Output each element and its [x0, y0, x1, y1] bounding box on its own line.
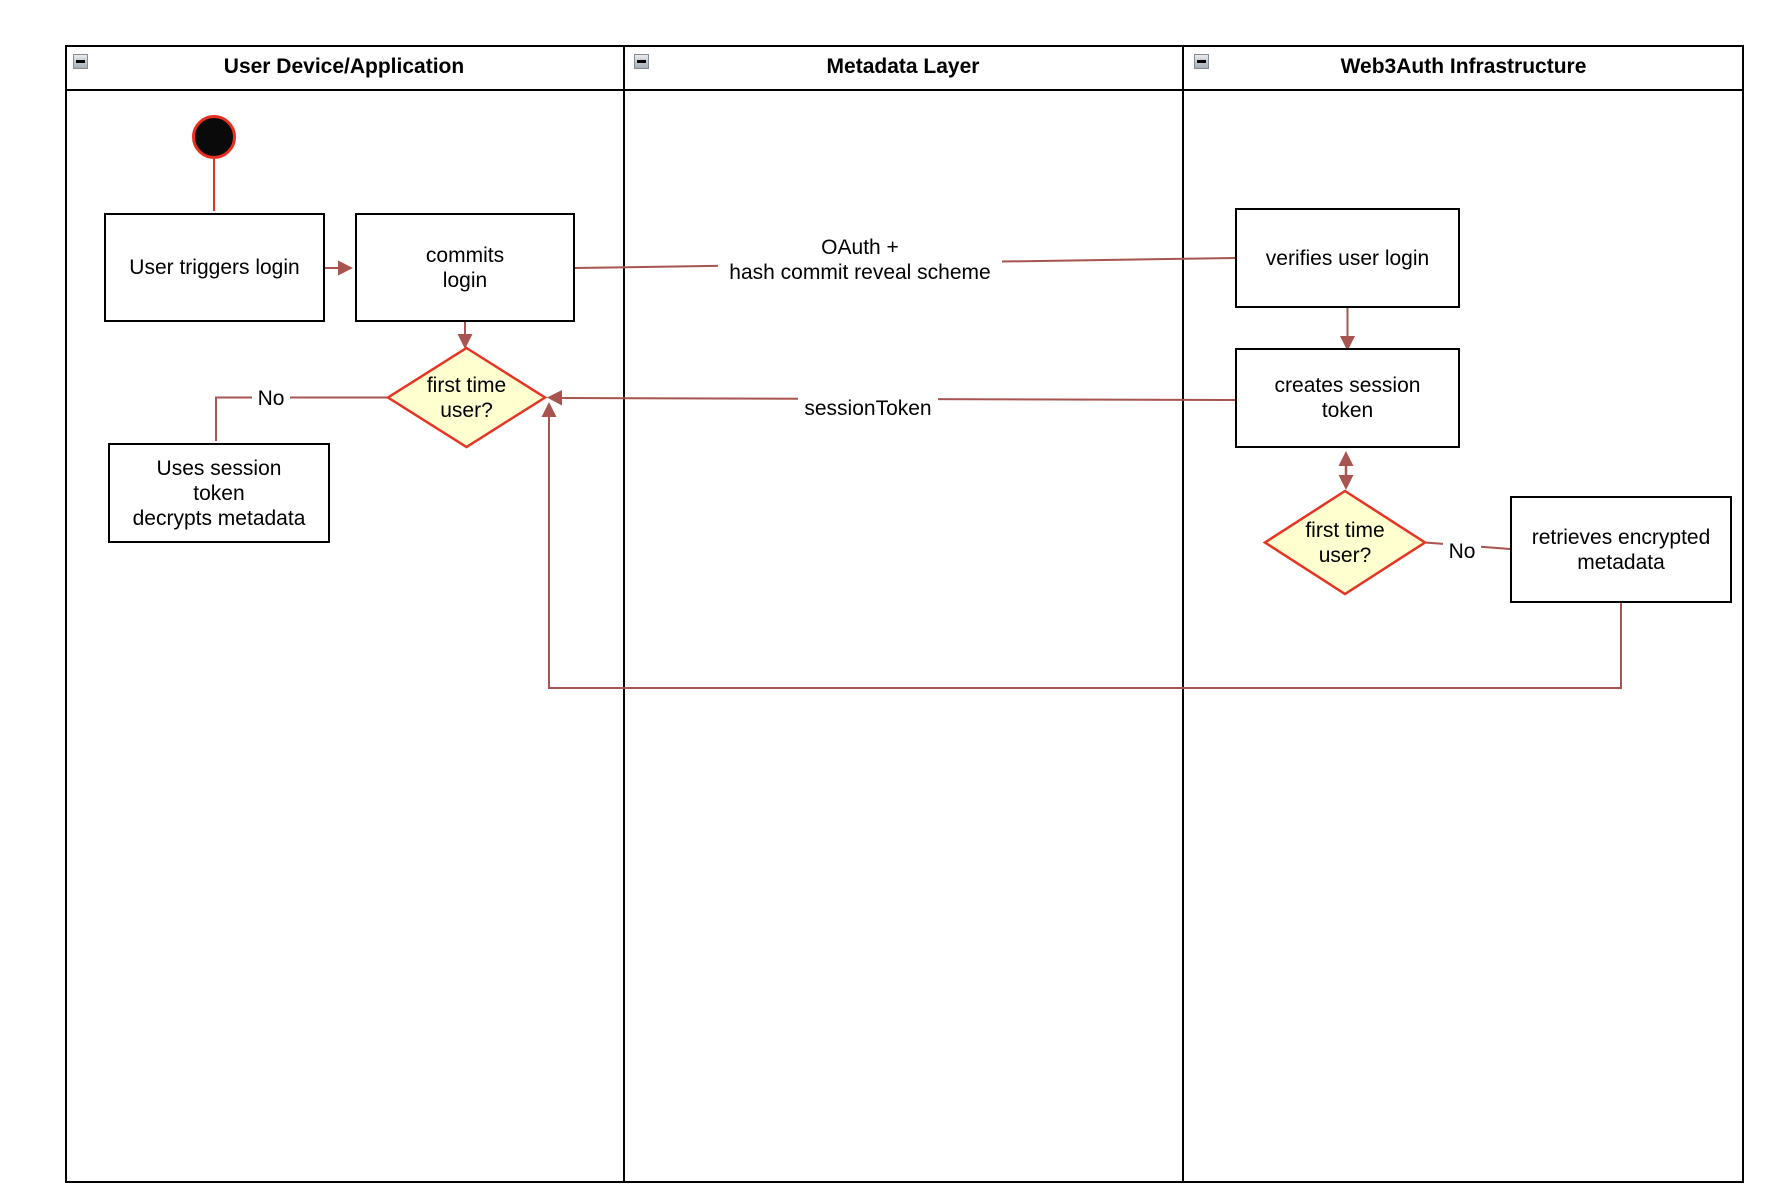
lane-title-metadata-layer: Metadata Layer	[826, 55, 980, 78]
collapse-lane-1-button[interactable]	[73, 54, 88, 69]
edge-label-session-token: sessionToken	[798, 396, 938, 420]
collapse-lane-3-button[interactable]	[1194, 54, 1209, 69]
edge-label-no-left: No	[252, 387, 290, 410]
swimlane-pool	[65, 45, 1744, 1183]
collapse-lane-2-button[interactable]	[634, 54, 649, 69]
lane-separator-2	[1182, 45, 1184, 1183]
node-creates-session-token[interactable]: creates session token	[1235, 348, 1460, 448]
lane-header-underline	[65, 89, 1744, 91]
edge-label-no-right: No	[1443, 540, 1481, 563]
node-verifies-user-login[interactable]: verifies user login	[1235, 208, 1460, 308]
minus-icon	[637, 60, 646, 63]
initial-node[interactable]	[192, 115, 236, 159]
minus-icon	[76, 60, 85, 63]
node-uses-session-token[interactable]: Uses session token decrypts metadata	[108, 443, 330, 543]
edge-label-oauth: OAuth + hash commit reveal scheme	[718, 234, 1002, 286]
lane-title-web3auth-infrastructure: Web3Auth Infrastructure	[1340, 55, 1587, 78]
node-user-triggers-login[interactable]: User triggers login	[104, 213, 325, 322]
node-retrieves-encrypted-metadata[interactable]: retrieves encrypted metadata	[1510, 496, 1732, 603]
minus-icon	[1197, 60, 1206, 63]
node-commits-login[interactable]: commits login	[355, 213, 575, 322]
lane-separator-1	[623, 45, 625, 1183]
lane-title-user-device: User Device/Application	[223, 55, 465, 78]
